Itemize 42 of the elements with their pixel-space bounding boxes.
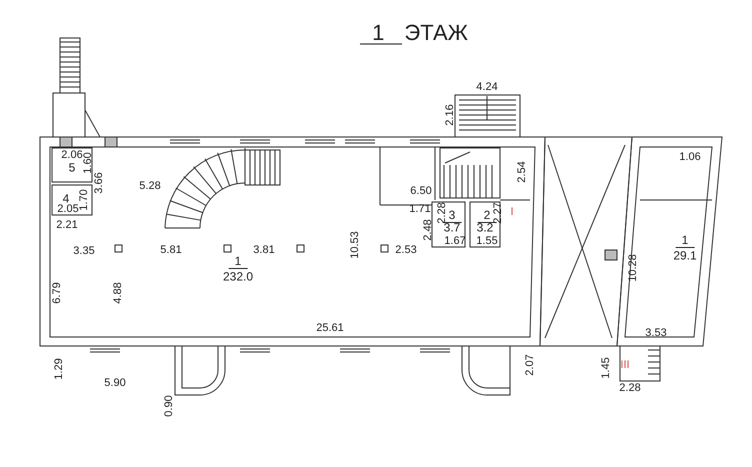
dimension-label: 5.81: [160, 244, 182, 256]
dimension-label: 3.53: [645, 327, 667, 339]
room-area: 3.2: [476, 222, 494, 234]
room-number: 5: [68, 162, 76, 174]
floor-title: 1 ЭТАЖ: [372, 21, 468, 45]
dimension-label: 2.06: [61, 149, 83, 161]
dimension-label: 0.90: [163, 395, 175, 417]
dimension-label: 25.61: [316, 322, 344, 334]
dimension-label: 10.28: [627, 254, 639, 282]
dimension-label: 1.55: [476, 235, 498, 247]
dimension-label: 3.66: [93, 172, 105, 194]
room-number: 4: [62, 192, 70, 206]
room-number: 1: [676, 234, 694, 248]
dimension-label: 3.81: [253, 244, 275, 256]
room-area: 29.1: [673, 250, 697, 262]
dimension-label: 1.06: [679, 151, 701, 163]
room-area: 3.7: [444, 222, 460, 234]
dimension-label: 6.50: [410, 185, 432, 197]
dimension-label: 5.90: [104, 377, 126, 389]
dimension-label: 4.24: [476, 81, 498, 93]
dimension-label: 1.60: [82, 152, 94, 174]
section-mark: I: [510, 206, 514, 218]
section-mark: III: [620, 359, 630, 371]
dimension-label: 2.48: [422, 219, 434, 241]
dimension-label: 5.28: [139, 180, 161, 192]
dimension-label: 4.88: [112, 282, 124, 304]
dimension-label: 2.54: [516, 161, 528, 183]
room-number: 1: [228, 255, 248, 269]
dimension-label: 1.29: [53, 358, 65, 380]
room-area: 232.0: [222, 270, 254, 284]
dimension-label: 6.79: [51, 282, 63, 304]
dimension-label: 2.16: [444, 104, 456, 126]
dimension-label: 2.53: [395, 244, 417, 256]
dimension-label: 2.07: [524, 354, 536, 376]
dimension-label: 1.70: [78, 189, 90, 211]
dimension-label: 2.05: [57, 203, 79, 215]
dimension-label: 2.28: [619, 382, 641, 394]
dimension-label: 3.35: [73, 245, 95, 257]
dimension-label: 1.71: [409, 203, 431, 215]
dimension-label: 2.21: [56, 219, 78, 231]
dimension-label: 10.53: [349, 231, 361, 259]
dimension-label: 1.45: [600, 357, 612, 379]
